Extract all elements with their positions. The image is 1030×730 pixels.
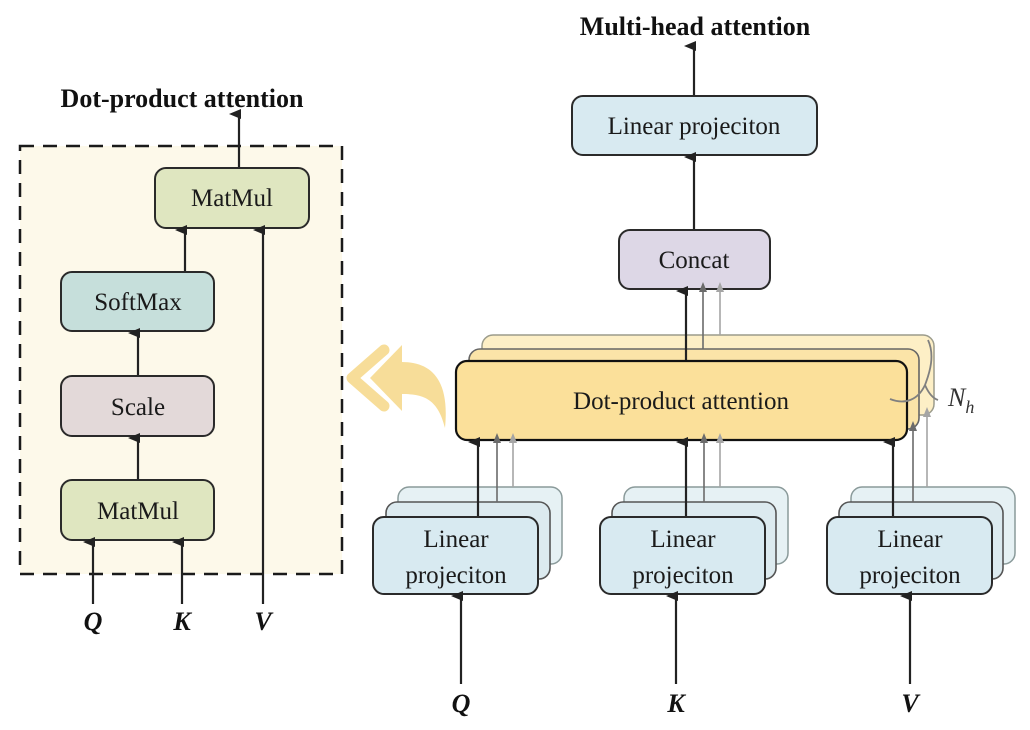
matmul-bottom-label: MatMul	[97, 498, 179, 525]
scale-label: Scale	[111, 394, 165, 421]
concat-label: Concat	[659, 247, 730, 274]
dot-product-attention-label: Dot-product attention	[573, 388, 789, 415]
linear-projection-top-box[interactable]: Linear projeciton	[571, 95, 818, 156]
matmul-bottom-box[interactable]: MatMul	[60, 479, 215, 541]
left-input-q: Q	[84, 607, 103, 636]
heads-brace-tail-icon	[924, 384, 939, 401]
linear-projection-top-label: Linear projeciton	[608, 113, 781, 140]
heads-count-label: Nh	[947, 383, 974, 417]
matmul-top-label: MatMul	[191, 185, 273, 212]
right-panel-title: Multi-head attention	[580, 12, 811, 41]
concat-box[interactable]: Concat	[618, 229, 771, 290]
linear-projection-v-box[interactable]: Linear projeciton	[826, 516, 993, 595]
matmul-top-box[interactable]: MatMul	[154, 167, 310, 229]
softmax-box[interactable]: SoftMax	[60, 271, 215, 332]
linear-q-label-line1: Linear	[423, 526, 489, 553]
linear-v-label-line2: projeciton	[859, 562, 961, 589]
linear-k-label-line1: Linear	[650, 526, 716, 553]
linear-k-label-line2: projeciton	[632, 562, 734, 589]
linear-projection-q-box[interactable]: Linear projeciton	[372, 516, 539, 595]
multi-head-attention-panel: Multi-head attention Linear projeciton C…	[372, 12, 1016, 718]
right-input-q: Q	[452, 689, 471, 718]
dot-product-attention-box[interactable]: Dot-product attention	[454, 359, 909, 442]
right-input-k: K	[666, 689, 686, 718]
dot-product-attention-panel: Dot-product attention MatMul SoftMax Sca…	[18, 84, 344, 636]
linear-projection-k-box[interactable]: Linear projeciton	[599, 516, 766, 595]
linear-v-label-line1: Linear	[877, 526, 943, 553]
left-input-k: K	[172, 607, 192, 636]
softmax-label: SoftMax	[94, 289, 182, 316]
left-input-v: V	[254, 607, 274, 636]
scale-box[interactable]: Scale	[60, 375, 215, 437]
right-input-v: V	[901, 689, 921, 718]
left-panel-title: Dot-product attention	[61, 84, 304, 113]
linear-q-label-line2: projeciton	[405, 562, 507, 589]
expand-arrow-icon	[346, 344, 446, 428]
